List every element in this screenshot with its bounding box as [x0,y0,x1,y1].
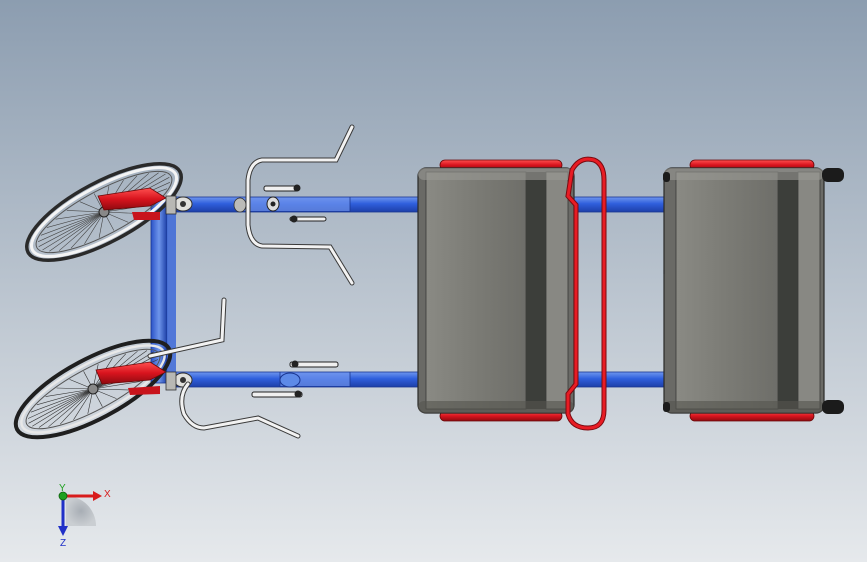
wheel-spoke [92,381,141,390]
wheel-spoke [59,388,94,425]
wheel-spoke [40,211,105,236]
wheel-spoke [58,211,105,251]
wheel-spoke [30,388,94,413]
red-loop-handle[interactable] [565,156,607,431]
triad-x-label: X [104,489,111,500]
wheel-spoke [32,388,94,427]
wheel-spoke [27,388,94,419]
triad-shadow [66,496,96,526]
wheel-spoke [66,210,105,213]
wheel-spoke [70,211,105,249]
handlebar-lower[interactable] [147,297,301,439]
wheel-spoke [38,388,94,428]
seat-front [417,159,575,422]
wheel-spoke [45,388,94,397]
wheel-spoke [48,388,94,428]
wheel-spoke [42,211,105,251]
seat-rear [663,159,844,422]
wheel-spoke [55,211,105,220]
brake-levers [251,184,339,398]
wheel-spoke [46,211,105,228]
triad-y-label: Y [59,483,66,494]
wheel-spoke [49,211,105,252]
wheel-spoke [28,388,94,424]
wheel-spoke [56,387,94,390]
x-arrow-icon [93,491,102,501]
wheel-spoke [38,211,105,247]
triad-y-axis-dot [58,491,68,501]
front-red-brackets [95,187,167,395]
wheel-spoke [36,388,94,406]
wheel-spoke [37,211,105,242]
handlebar-upper[interactable] [233,124,355,286]
triad-z-label: Z [60,538,66,549]
wheel-spoke [84,211,105,244]
wheel-spoke [73,388,94,420]
wheel-spoke [92,388,130,391]
front-wheel-upper [25,161,183,263]
coordinate-triad: X Y Z [58,483,111,549]
z-arrow-icon [58,526,68,536]
